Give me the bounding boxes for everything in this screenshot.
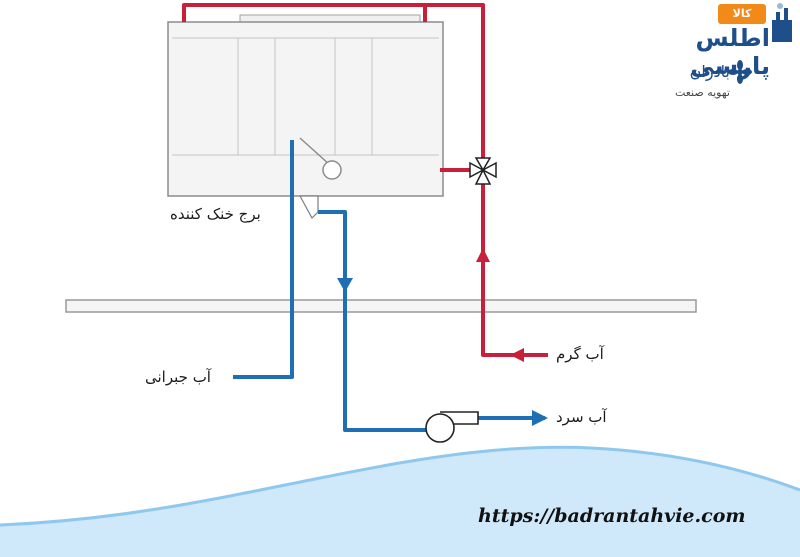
brand-badge: کالا فناور: [718, 4, 766, 40]
cold-water-pipe: [318, 210, 545, 432]
floor-slab: [65, 299, 697, 313]
website-url: https://badrantahvie.com: [478, 505, 746, 527]
cooling-tower: [167, 14, 444, 219]
makeup-water-pipe: [233, 140, 294, 379]
brand-name: اطلس پارسی: [690, 24, 770, 80]
hot-water-label: آب گرم: [556, 345, 604, 363]
fan-icon: [728, 60, 752, 84]
sub-brand-name: بادران: [689, 62, 730, 81]
cold-flow-arrow-right: [532, 410, 548, 426]
three-way-valve-icon: [469, 157, 497, 185]
tower-label: برج خنک کننده: [170, 205, 261, 223]
hot-flow-arrow-left: [510, 348, 524, 362]
outlet-funnel: [298, 195, 319, 219]
cold-water-label: آب سرد: [556, 408, 607, 426]
float-ball: [322, 160, 342, 180]
brand-building-icon: [772, 3, 792, 42]
sub-brand-tagline: تهویه صنعت: [674, 86, 730, 99]
water-wave-crest: [0, 445, 800, 527]
water-wave: [0, 447, 800, 557]
pump-icon: [425, 411, 479, 443]
hot-flow-arrow-up: [476, 248, 490, 262]
makeup-water-label: آب جبرانی: [145, 368, 211, 386]
cold-flow-arrow-down: [337, 278, 353, 292]
